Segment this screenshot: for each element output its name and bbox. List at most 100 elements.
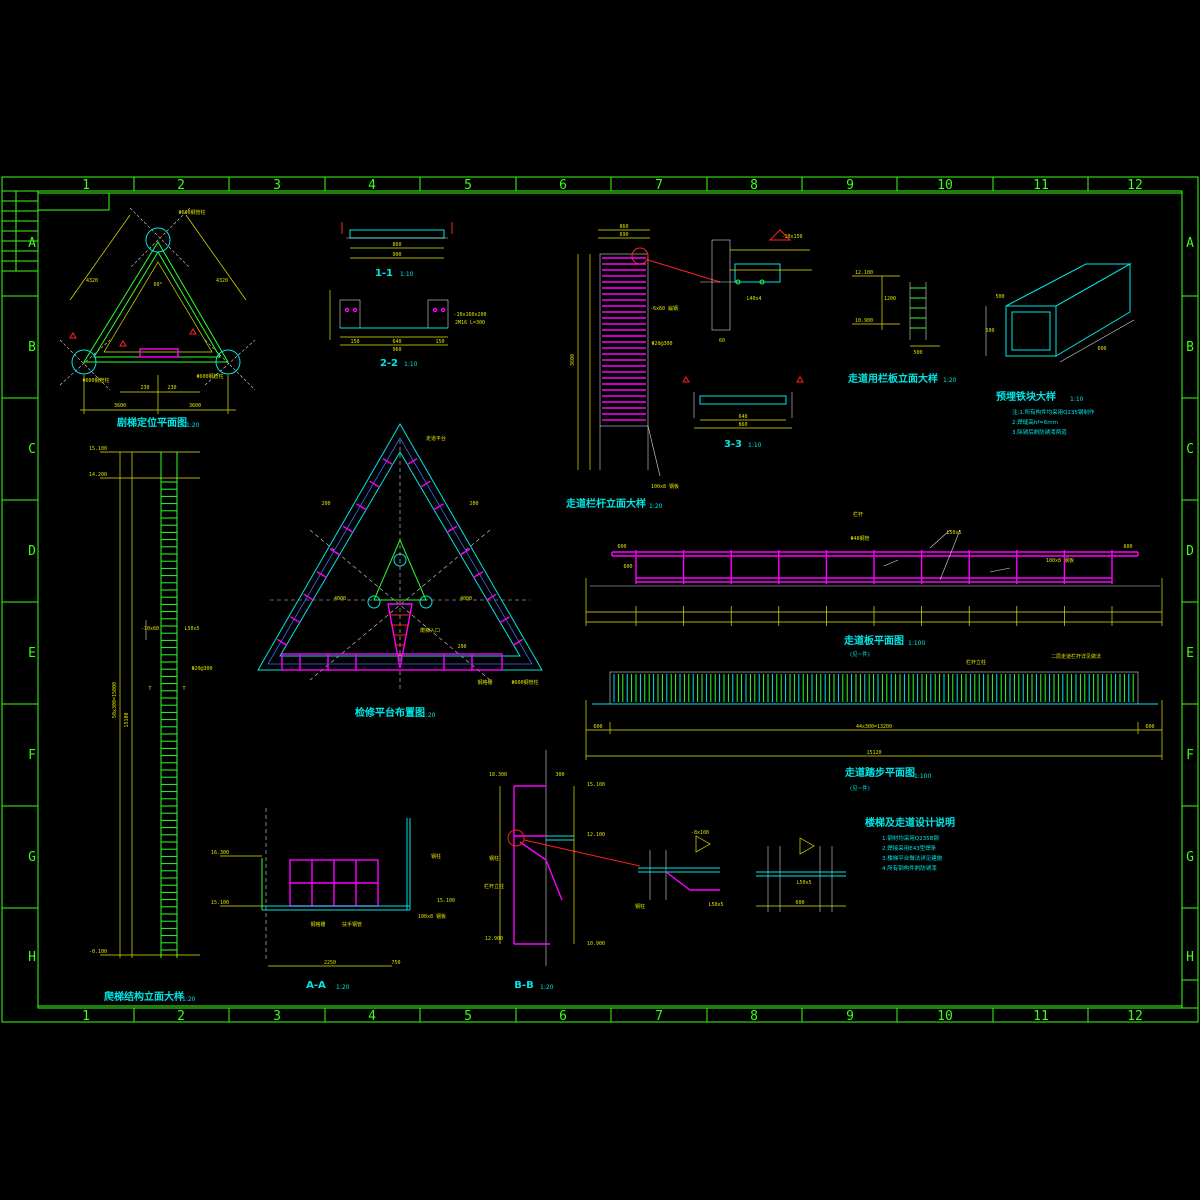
- plan-position-title: 剧梯定位平面图: [117, 416, 187, 429]
- walk-plan2-drawing: 600 44x300=13200 600 15120 栏杆立柱 二层走道栏杆详见…: [585, 653, 1163, 760]
- svg-text:600: 600: [593, 724, 602, 730]
- svg-text:600: 600: [795, 900, 804, 906]
- svg-text:10.900: 10.900: [855, 318, 873, 324]
- svg-text:100x8 钢板: 100x8 钢板: [651, 483, 679, 490]
- section-22-scale: 1:10: [404, 361, 418, 368]
- svg-text:150: 150: [350, 339, 359, 345]
- sheet-number-box: [1181, 979, 1199, 1009]
- svg-text:Φ20@300: Φ20@300: [191, 666, 212, 672]
- walk-plan-sub: (见~件): [850, 650, 870, 658]
- svg-text:200: 200: [457, 644, 466, 650]
- ladder-elev-drawing: 15.100 14.200 -0.100 50x300=15000 15100 …: [89, 446, 213, 958]
- svg-text:Φ600钢管柱: Φ600钢管柱: [82, 377, 109, 384]
- svg-text:860: 860: [392, 242, 401, 248]
- block-detail-title: 预埋铁块大样: [996, 390, 1056, 403]
- col-label: 7: [655, 1009, 663, 1024]
- drawing-frame: [1, 176, 1199, 1023]
- weld-detail-2: -8x100 钢柱 L50x5: [635, 830, 724, 910]
- svg-text:4320: 4320: [86, 278, 98, 284]
- row-label: E: [1186, 646, 1194, 661]
- platform-plan-title: 检修平台布置图: [355, 706, 425, 719]
- svg-text:100x8 钢板: 100x8 钢板: [1046, 557, 1074, 564]
- svg-text:230: 230: [140, 385, 149, 391]
- row-label: G: [28, 850, 36, 865]
- revision-block: [1, 190, 110, 272]
- section-22-title: 2-2: [380, 358, 398, 369]
- col-label: 5: [464, 178, 472, 193]
- row-labels-left: A B C D E F G H: [28, 236, 36, 965]
- svg-text:600: 600: [623, 564, 632, 570]
- section-33-scale: 1:10: [748, 442, 762, 449]
- col-label: 10: [937, 178, 953, 193]
- walk-plan-posts: [635, 550, 1113, 626]
- col-label: 1: [82, 178, 90, 193]
- col-label: 4: [368, 1009, 376, 1024]
- platform-tick: [472, 570, 484, 579]
- ladder-elev-title: 爬梯结构立面大样: [103, 990, 184, 1003]
- column-labels-top: 1 2 3 4 5 6 7 8 9 10 11 12: [82, 178, 1143, 193]
- col-label: 12: [1127, 178, 1143, 193]
- svg-text:二层走道栏杆详见做法: 二层走道栏杆详见做法: [1051, 653, 1101, 660]
- row-label: B: [28, 340, 36, 355]
- leader-lines: [883, 529, 1011, 581]
- svg-text:640: 640: [392, 339, 401, 345]
- col-label: 6: [559, 178, 567, 193]
- row-label: B: [1186, 340, 1194, 355]
- svg-text:L50x5: L50x5: [708, 902, 723, 908]
- svg-text:-8x100: -8x100: [691, 830, 709, 836]
- svg-text:Φ600钢管柱: Φ600钢管柱: [196, 373, 223, 380]
- walk-plan2-sub: (见~件): [850, 784, 870, 792]
- svg-text:T: T: [148, 686, 151, 692]
- platform-tick: [356, 503, 367, 511]
- platform-tick: [303, 593, 314, 601]
- svg-text:钢柱: 钢柱: [489, 855, 499, 862]
- section-11-scale: 1:10: [400, 271, 414, 278]
- svg-text:15.100: 15.100: [437, 898, 455, 904]
- svg-text:16.300: 16.300: [211, 850, 229, 856]
- row-label: D: [1186, 544, 1194, 559]
- row-label: G: [1186, 850, 1194, 865]
- section-11-drawing: 860 900: [341, 222, 453, 259]
- platform-tick: [276, 638, 288, 647]
- ladder-rungs: [161, 481, 177, 951]
- platform-tick: [420, 480, 431, 488]
- row-label: H: [28, 950, 36, 965]
- plan-position-drawing: 3600 3600 230 230 4320 4320 60° Φ600钢管柱 …: [59, 207, 256, 414]
- col-label: 12: [1127, 1009, 1143, 1024]
- section-bb-drawing: 18.300 15.100 12.100 10.900 300 钢柱 栏杆立柱 …: [484, 750, 641, 966]
- platform-tick: [329, 548, 341, 556]
- svg-text:-10x150: -10x150: [781, 234, 802, 240]
- svg-text:12.100: 12.100: [587, 832, 605, 838]
- platform-tick: [290, 616, 301, 624]
- svg-text:10.900: 10.900: [587, 941, 605, 947]
- svg-text:200: 200: [469, 501, 478, 507]
- row-label: E: [28, 646, 36, 661]
- column-elev-title: 走道用栏板立面大样: [847, 372, 938, 385]
- svg-text:4000: 4000: [460, 596, 472, 602]
- svg-text:60°: 60°: [153, 282, 162, 288]
- col-label: 1: [82, 1009, 90, 1024]
- row-label: F: [1186, 748, 1194, 763]
- col-label: 8: [750, 178, 758, 193]
- design-note: 1.钢材均采用Q235B钢: [882, 834, 939, 842]
- section-bb-title: B-B: [514, 980, 533, 991]
- walk-plan-title: 走道板平面图: [843, 634, 904, 647]
- svg-text:-0.100: -0.100: [89, 949, 107, 955]
- platform-plan-scale: 1:20: [422, 712, 436, 719]
- svg-text:50x300=15000: 50x300=15000: [112, 682, 118, 718]
- svg-text:3600: 3600: [189, 403, 201, 409]
- svg-text:14.200: 14.200: [89, 472, 107, 478]
- row-label: A: [1186, 236, 1194, 251]
- col-label: 9: [846, 1009, 854, 1024]
- col-label: 11: [1033, 1009, 1049, 1024]
- svg-text:-10x160x200: -10x160x200: [453, 312, 486, 318]
- col-label: 11: [1033, 178, 1049, 193]
- col-label: 6: [559, 1009, 567, 1024]
- block-note: 注:1.所有构件均采用Q235钢制作: [1012, 408, 1095, 416]
- svg-text:-6x60 扁钢: -6x60 扁钢: [650, 305, 678, 312]
- walk-plan2-scale: 1:100: [914, 773, 931, 780]
- svg-text:12.900: 12.900: [485, 936, 503, 942]
- col-label: 3: [273, 178, 281, 193]
- svg-text:600: 600: [1097, 346, 1106, 352]
